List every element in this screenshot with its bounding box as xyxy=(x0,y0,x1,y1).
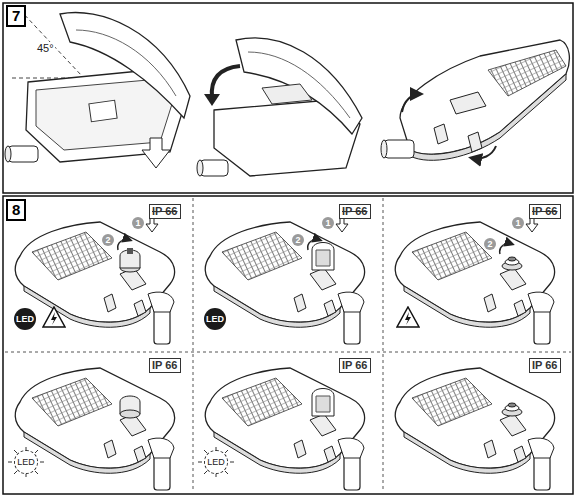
callout-number: 1 xyxy=(322,217,334,229)
callout-number-text: 1 xyxy=(135,218,140,228)
warning-symbol xyxy=(43,307,65,327)
closed-luminaire xyxy=(381,40,569,160)
led-badge-text: LED xyxy=(206,314,224,324)
ip-rating: IP 66 xyxy=(339,358,371,373)
callout-number: 2 xyxy=(102,234,114,246)
callout-number: 1 xyxy=(512,217,524,229)
closing-luminaire xyxy=(197,38,362,176)
ip-rating-text: IP 66 xyxy=(152,359,178,372)
led-symbol: LED xyxy=(204,450,228,474)
grid-divider xyxy=(193,198,194,492)
ip-rating-text: IP 66 xyxy=(532,359,558,372)
grid-divider xyxy=(5,352,571,353)
angle-label: 45° xyxy=(36,42,55,54)
led-badge: LED xyxy=(14,308,36,330)
ip-rating: IP 66 xyxy=(529,204,561,219)
sensor-module xyxy=(120,389,522,419)
step-number-text: 8 xyxy=(12,201,20,219)
ip-rating: IP 66 xyxy=(149,204,181,219)
led-symbol-text: LED xyxy=(207,457,225,467)
ip-rating-text: IP 66 xyxy=(342,205,368,218)
callout-number-text: 2 xyxy=(295,235,300,245)
panel-frame xyxy=(3,3,573,193)
grid-divider xyxy=(383,198,384,492)
callout-number-text: 2 xyxy=(105,235,110,245)
ip-rating: IP 66 xyxy=(529,358,561,373)
open-luminaire xyxy=(5,10,190,168)
ip-rating: IP 66 xyxy=(339,204,371,219)
callout-number: 2 xyxy=(484,238,496,250)
led-badge: LED xyxy=(204,308,226,330)
callout-number-text: 1 xyxy=(325,218,330,228)
led-badge-text: LED xyxy=(16,314,34,324)
callout-number-text: 1 xyxy=(515,218,520,228)
callout-number: 1 xyxy=(132,217,144,229)
step-number-text: 7 xyxy=(12,7,20,25)
ip-rating: IP 66 xyxy=(149,358,181,373)
luminaire-figure xyxy=(15,222,554,490)
step-number: 8 xyxy=(6,199,26,221)
ip-rating-text: IP 66 xyxy=(532,205,558,218)
step-number: 7 xyxy=(6,5,26,27)
sensor-module xyxy=(120,243,522,273)
warning-symbol xyxy=(397,307,419,327)
panel-frame xyxy=(3,196,573,494)
action-arrow xyxy=(118,216,538,254)
led-symbol-text: LED xyxy=(17,457,35,467)
ip-rating-text: IP 66 xyxy=(342,359,368,372)
led-symbol: LED xyxy=(14,450,38,474)
callout-number-text: 2 xyxy=(487,239,492,249)
ip-rating-text: IP 66 xyxy=(152,205,178,218)
led-rays xyxy=(8,447,234,477)
callout-number: 2 xyxy=(292,234,304,246)
